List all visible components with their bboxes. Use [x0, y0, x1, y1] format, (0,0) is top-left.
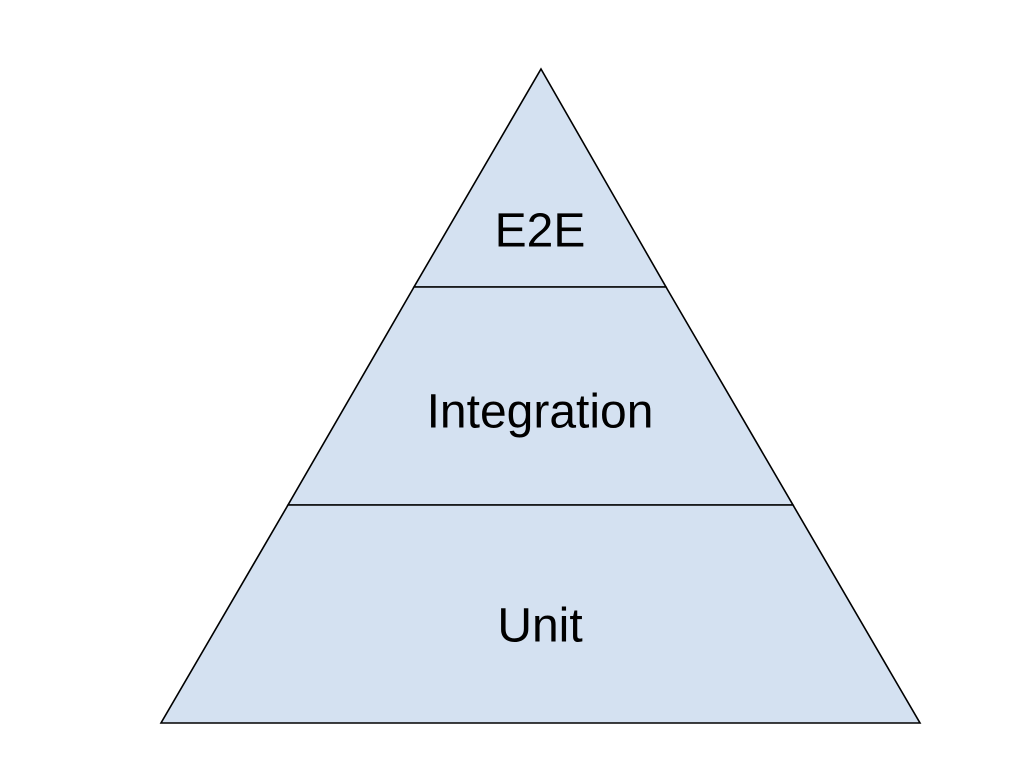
tier-label-e2e: E2E	[495, 205, 586, 258]
tier-label-unit: Unit	[497, 600, 582, 653]
tier-label-integration: Integration	[427, 386, 654, 439]
pyramid-tier-bottom	[159, 504, 922, 724]
